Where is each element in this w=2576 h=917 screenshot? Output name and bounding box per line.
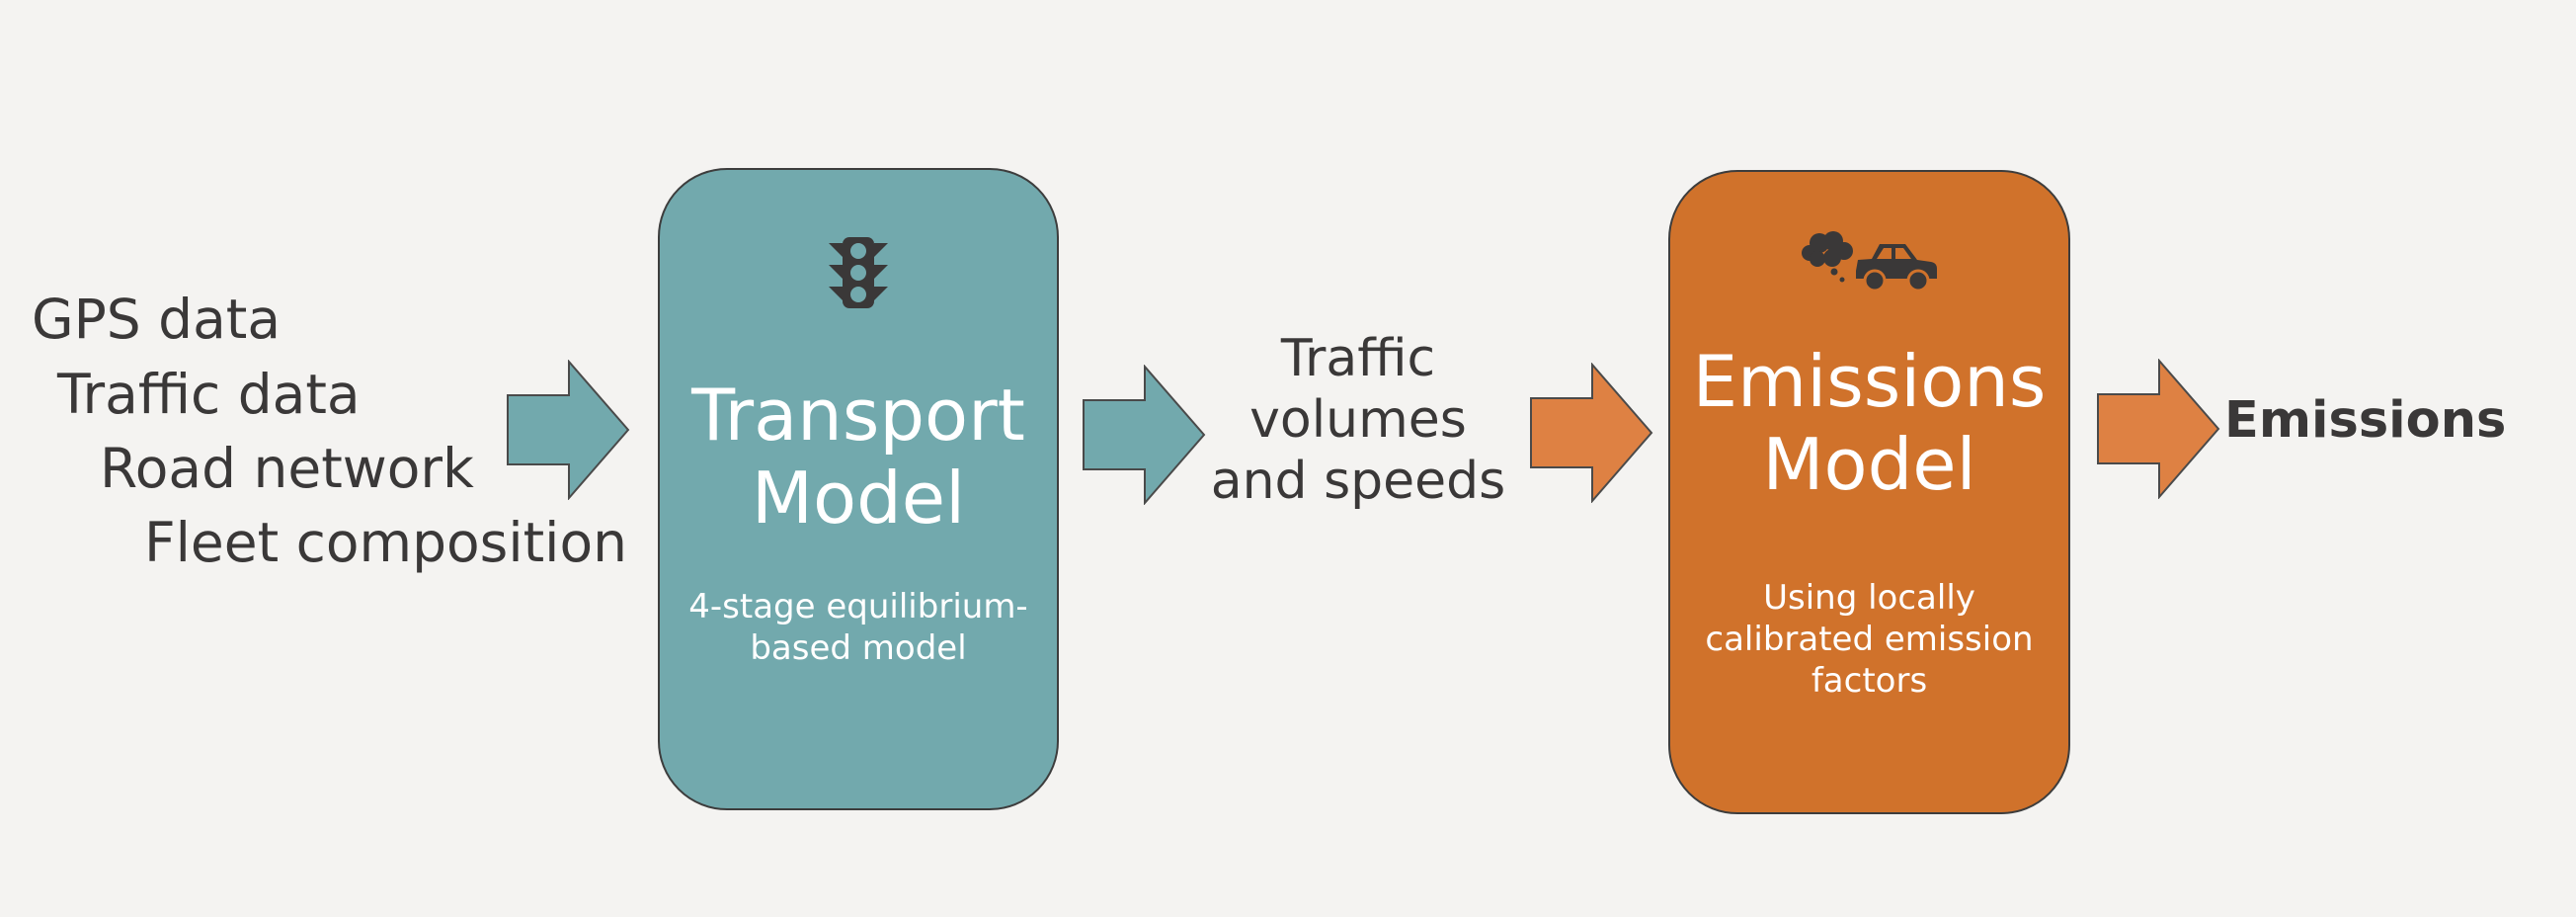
input-traffic-data: Traffic data: [57, 363, 361, 426]
emissions-subtitle-line-2: calibrated emission: [1705, 620, 2034, 659]
emissions-output-label: Emissions: [2224, 391, 2507, 450]
arrow-inputs-to-transport: [507, 360, 630, 500]
input-road-network: Road network: [100, 437, 474, 500]
arrow-emissions-to-output: [2097, 359, 2220, 499]
input-gps-data: GPS data: [32, 288, 282, 351]
emissions-subtitle-line-3: factors: [1811, 661, 1928, 701]
transport-model-box: Transport Model 4-stage equilibrium- bas…: [658, 168, 1059, 810]
arrow-traffic-to-emissions: [1530, 363, 1653, 503]
arrow-transport-to-traffic: [1083, 365, 1206, 505]
transport-title-line-2: Model: [751, 457, 966, 540]
transport-model-subtitle: 4-stage equilibrium- based model: [660, 586, 1057, 669]
emissions-model-subtitle: Using locally calibrated emission factor…: [1670, 577, 2068, 702]
emissions-model-title: Emissions Model: [1670, 340, 2068, 506]
transport-subtitle-line-2: based model: [750, 628, 967, 668]
car-exhaust-icon: [1670, 231, 2068, 294]
emissions-title-line-2: Model: [1762, 423, 1976, 506]
traffic-volumes-label: Traffic volumes and speeds: [1205, 328, 1511, 512]
traffic-line-3: and speeds: [1210, 452, 1506, 511]
transport-model-title: Transport Model: [660, 374, 1057, 540]
emissions-model-box: Emissions Model Using locally calibrated…: [1668, 170, 2070, 814]
traffic-line-2: volumes: [1249, 390, 1467, 450]
emissions-title-line-1: Emissions: [1692, 340, 2047, 423]
input-fleet-composition: Fleet composition: [144, 511, 627, 574]
transport-subtitle-line-1: 4-stage equilibrium-: [688, 587, 1028, 626]
transport-title-line-1: Transport: [691, 374, 1025, 457]
traffic-light-icon: [660, 235, 1057, 310]
traffic-line-1: Traffic: [1280, 329, 1436, 388]
emissions-subtitle-line-1: Using locally: [1763, 578, 1975, 618]
